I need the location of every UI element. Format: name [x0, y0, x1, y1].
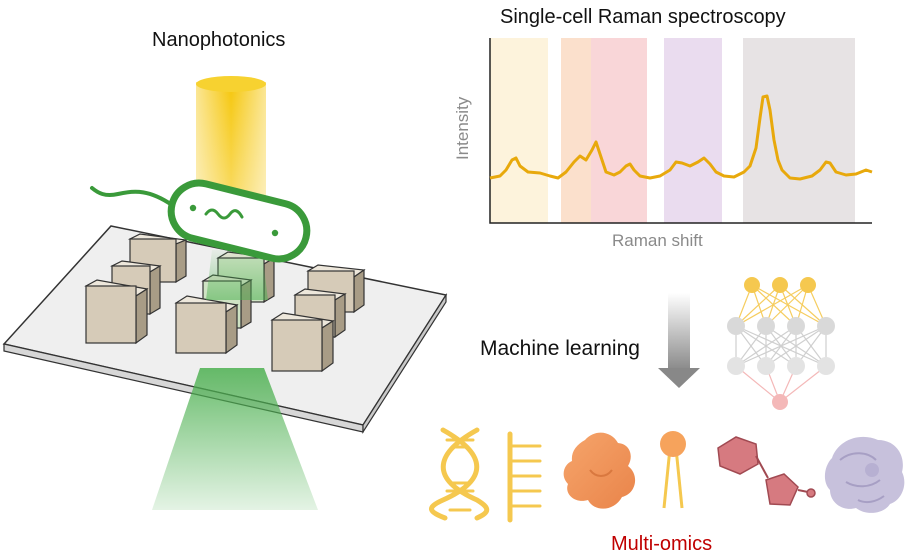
raman-spectrum-line	[489, 94, 873, 181]
machine-learning-label: Machine learning	[480, 337, 640, 360]
multi-omics-label: Multi-omics	[611, 533, 713, 555]
dna-icon	[429, 427, 490, 521]
neural-network-icon	[727, 277, 835, 410]
spectral-band-5	[743, 38, 855, 223]
spectroscopy-title: Single-cell Raman spectroscopy	[500, 6, 786, 28]
protein-blob-icon	[563, 432, 636, 509]
raman-spectrum-chart	[489, 38, 873, 224]
spectral-band-1	[490, 38, 548, 223]
lipid-icon	[660, 431, 686, 509]
spectral-band-4	[664, 38, 722, 223]
protein-complex-icon	[824, 436, 905, 513]
nanopillar	[270, 312, 335, 373]
nanophotonics-title: Nanophotonics	[152, 29, 286, 51]
y-axis-label: Intensity	[453, 96, 472, 160]
x-axis-label: Raman shift	[612, 231, 703, 250]
spectral-band-3	[591, 38, 647, 223]
metabolite-icon	[717, 436, 816, 506]
bacterium-icon	[90, 179, 311, 263]
x-axis-line	[489, 38, 872, 224]
rna-icon	[507, 431, 542, 523]
spectral-band-2	[561, 38, 591, 223]
nanopillar	[84, 279, 149, 345]
laser-beam-bottom	[152, 250, 318, 510]
nanopillar	[174, 295, 239, 355]
down-arrow-icon	[658, 293, 700, 388]
